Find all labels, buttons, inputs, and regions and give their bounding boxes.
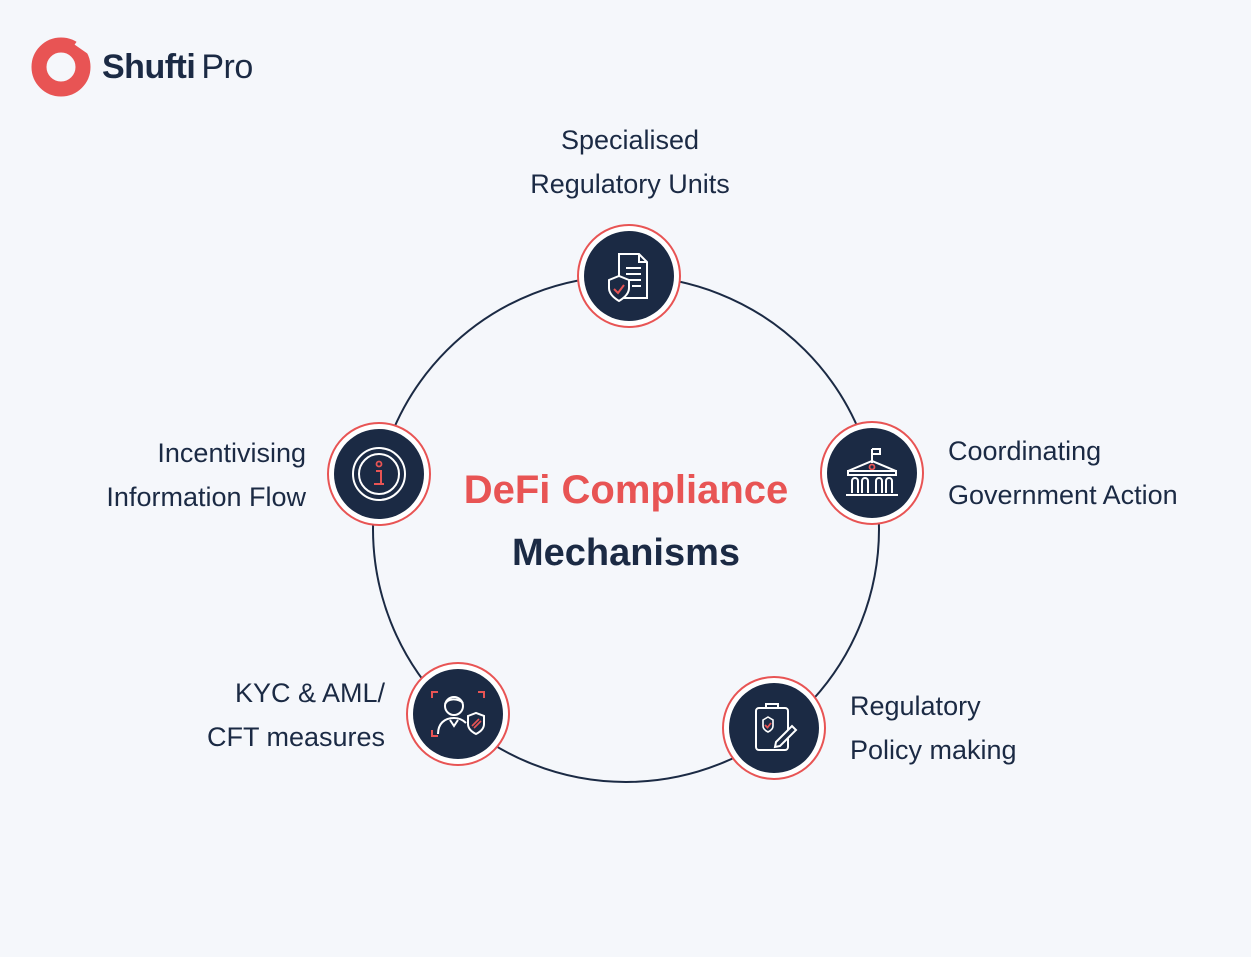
label-line: Regulatory <box>850 691 981 721</box>
node-regulatory-policy-making <box>722 676 826 780</box>
label-regulatory-policy-making: Regulatory Policy making <box>850 684 1017 772</box>
label-line: KYC & AML/ <box>234 678 385 708</box>
policy-document-pen-icon <box>755 703 798 751</box>
label-line: Regulatory Units <box>530 169 730 199</box>
label-coordinating-government-action: Coordinating Government Action <box>948 429 1178 517</box>
label-line: Coordinating <box>948 436 1102 466</box>
node-kyc-aml-cft-measures <box>406 662 510 766</box>
label-kyc-aml-cft-measures: KYC & AML/ CFT measures <box>140 671 385 759</box>
center-title-line2: Mechanisms <box>511 532 741 574</box>
label-line: CFT measures <box>206 722 385 752</box>
logo-name-light: Pro <box>201 47 253 86</box>
info-circle-icon <box>352 447 406 501</box>
center-title-line1: DeFi Compliance <box>463 468 789 512</box>
label-line: Policy making <box>850 735 1017 765</box>
node-coordinating-government-action <box>820 421 924 525</box>
label-line: Information Flow <box>106 482 306 512</box>
label-line: Specialised <box>560 125 700 155</box>
government-building-icon <box>846 448 898 496</box>
user-verification-icon <box>431 691 485 737</box>
label-incentivising-information-flow: Incentivising Information Flow <box>40 431 306 519</box>
logo-name-bold: Shufti <box>102 47 196 86</box>
label-line: Government Action <box>948 480 1178 510</box>
label-line: Incentivising <box>157 438 306 468</box>
document-shield-icon <box>608 253 648 303</box>
node-incentivising-information-flow <box>327 422 431 526</box>
node-specialised-regulatory-units <box>577 224 681 328</box>
label-specialised-regulatory-units: Specialised Regulatory Units <box>480 118 780 206</box>
logo-ring-icon <box>31 34 92 97</box>
